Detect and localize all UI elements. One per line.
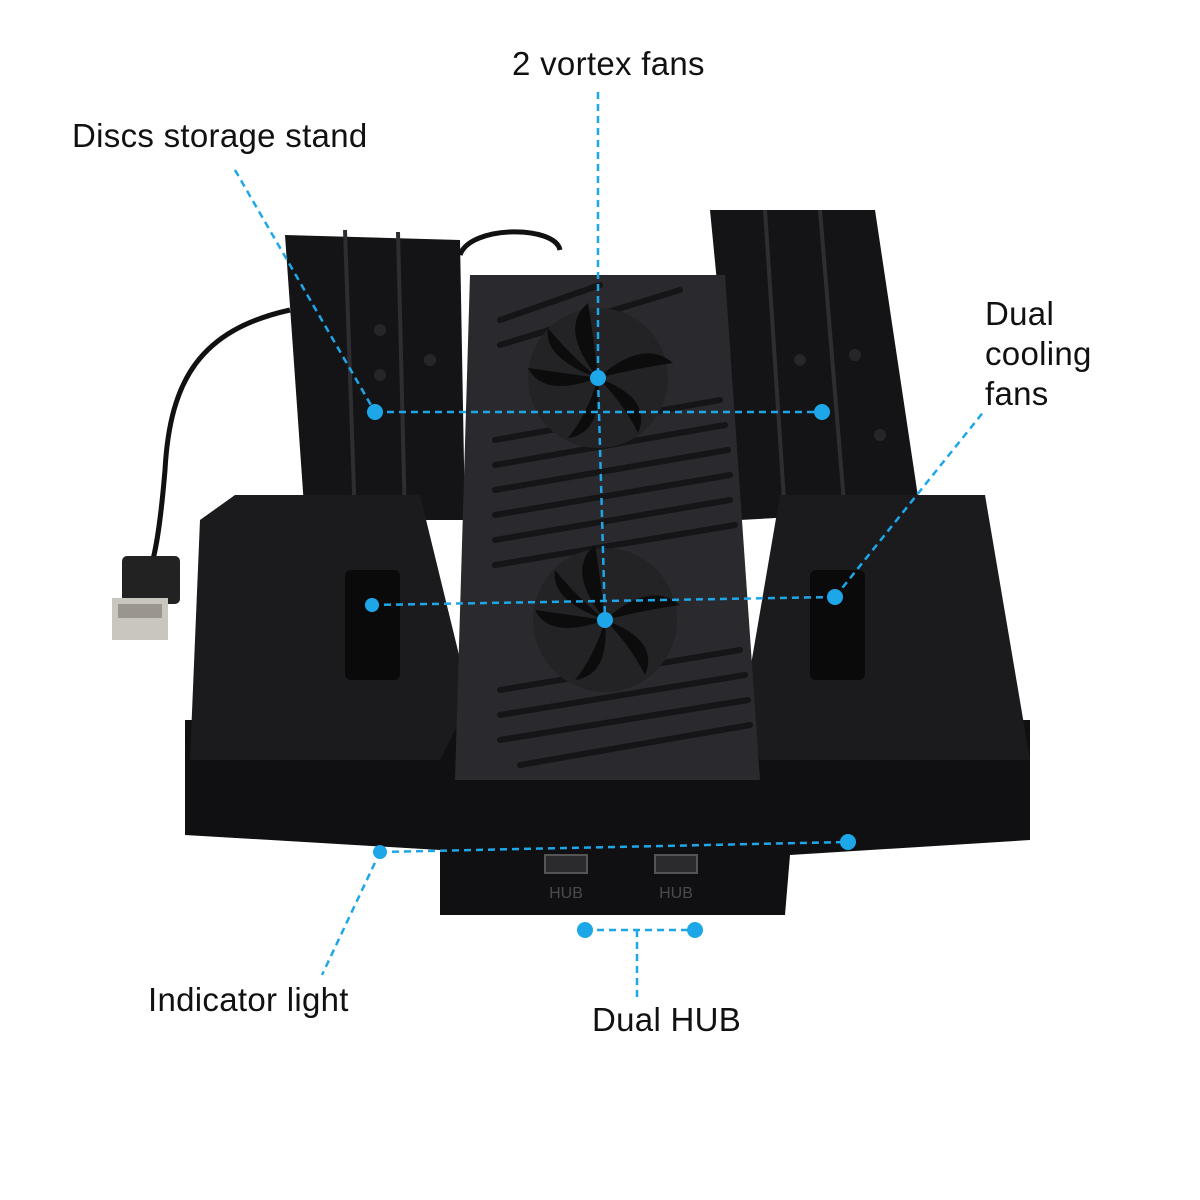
callout-lines [233,92,986,1000]
callout-dots [365,370,856,938]
left-disc-stand [285,229,465,521]
label-discs-storage-stand: Discs storage stand [72,117,368,154]
base [185,720,1030,915]
cooling-panel [455,275,760,780]
hub-port-1 [544,854,588,874]
left-controller-cradle [190,495,470,760]
usb-plug-icon [112,556,180,640]
label-indicator-light: Indicator light [148,981,349,1018]
label-dual-hub: Dual HUB [592,1001,742,1038]
right-controller-cradle [745,495,1030,760]
svg-text:HUB: HUB [659,885,693,902]
right-disc-stand [710,209,920,520]
usb-cable [457,229,563,257]
hub-port-2 [654,854,698,874]
label-dual-cooling-fans: Dual cooling fans [985,295,1092,412]
label-vortex-fans: 2 vortex fans [512,45,705,82]
svg-text:HUB: HUB [549,885,583,902]
